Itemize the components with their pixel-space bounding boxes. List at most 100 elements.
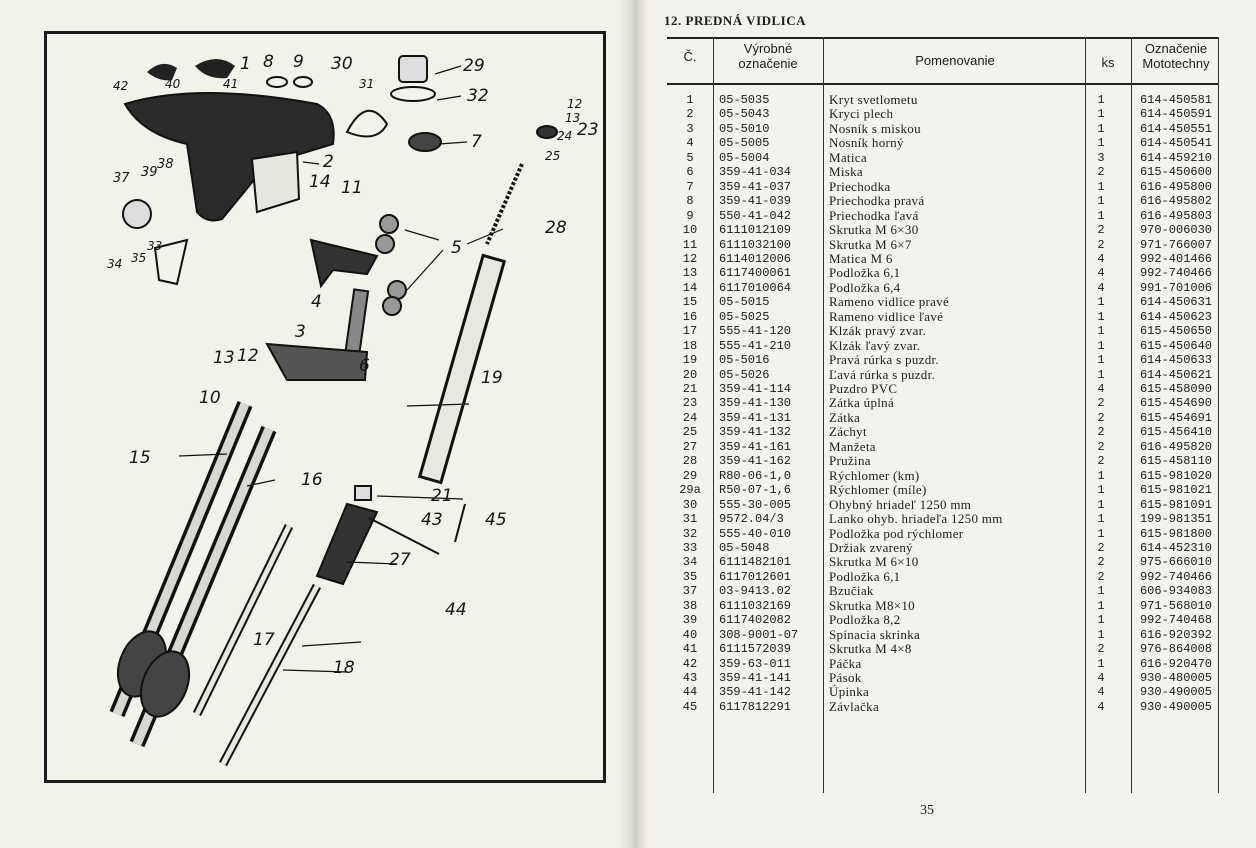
callout-40: 40 xyxy=(165,77,181,91)
row-number: 13 xyxy=(682,266,698,281)
row-name: Matica xyxy=(829,149,867,165)
row-name: Zátka úplná xyxy=(829,395,895,411)
row-code: 359-41-114 xyxy=(719,382,792,396)
row-quantity: 1 xyxy=(1097,497,1105,512)
row-quantity: 1 xyxy=(1097,121,1105,136)
row-quantity: 2 xyxy=(1097,569,1105,584)
row-number: 5 xyxy=(686,150,694,165)
row-code: 359-41-034 xyxy=(719,165,792,180)
row-number: 11 xyxy=(682,237,698,252)
row-code: 05-5035 xyxy=(719,93,770,107)
callout-3: 3 xyxy=(295,322,306,342)
row-name: Rýchlomer (km) xyxy=(829,467,920,483)
callout-33: 33 xyxy=(147,239,163,253)
row-code: 03-9413.02 xyxy=(719,584,792,599)
row-quantity: 2 xyxy=(1097,165,1105,180)
row-mototechna-code: 199-981351 xyxy=(1139,512,1212,527)
row-mototechna-code: 614-459210 xyxy=(1139,150,1212,165)
row-code: 308-9001-07 xyxy=(719,627,799,642)
row-name: Nosník s miskou xyxy=(829,120,921,136)
row-code: 05-5043 xyxy=(719,107,770,122)
row-name: Manžeta xyxy=(829,438,876,454)
row-number: 27 xyxy=(682,439,698,454)
row-quantity: 3 xyxy=(1097,150,1105,165)
page-number: 35 xyxy=(920,803,934,818)
callout-19: 19 xyxy=(481,368,503,388)
row-code: 555-41-120 xyxy=(719,324,792,339)
row-code: 359-41-161 xyxy=(719,439,792,454)
row-code: 05-5016 xyxy=(719,353,770,368)
row-quantity: 2 xyxy=(1097,540,1105,555)
row-code: 555-41-210 xyxy=(719,338,792,353)
row-number: 43 xyxy=(682,671,698,685)
row-name: Skrutka M 6×7 xyxy=(829,236,912,252)
callout-12: 12 xyxy=(237,346,259,366)
row-mototechna-code: 992-740466 xyxy=(1139,266,1212,281)
row-number: 8 xyxy=(686,194,694,209)
callout-43: 43 xyxy=(421,510,443,530)
row-name: Páčka xyxy=(829,655,862,671)
row-number: 19 xyxy=(682,353,698,368)
row-number: 20 xyxy=(682,367,698,382)
row-code: 05-5015 xyxy=(719,295,770,310)
row-number: 35 xyxy=(682,569,698,584)
row-number: 29a xyxy=(679,483,701,498)
callout-15: 15 xyxy=(129,448,151,468)
row-mototechna-code: 614-450621 xyxy=(1139,367,1212,382)
row-name: Nosník horný xyxy=(829,135,904,151)
lever-part xyxy=(147,63,177,81)
row-quantity: 1 xyxy=(1097,194,1105,209)
row-name: Kryci plech xyxy=(829,106,894,122)
header-name: Pomenovanie xyxy=(915,53,995,68)
row-name: Skrutka M 4×8 xyxy=(829,641,912,657)
row-number: 1 xyxy=(686,93,694,107)
row-mototechna-code: 971-766007 xyxy=(1139,237,1212,252)
row-code: 6111572039 xyxy=(719,642,792,657)
row-code: R80-06-1,0 xyxy=(719,468,792,483)
row-number: 31 xyxy=(682,512,698,527)
callout-14: 14 xyxy=(309,172,331,192)
row-mototechna-code: 614-450623 xyxy=(1139,309,1212,324)
row-code: 359-41-142 xyxy=(719,685,792,700)
row-mototechna-code: 930-490005 xyxy=(1139,685,1212,700)
callout-28: 28 xyxy=(545,218,567,238)
callout-6: 6 xyxy=(359,356,370,376)
row-name: Pások xyxy=(829,670,862,685)
cover-plate-part xyxy=(250,150,301,214)
row-quantity: 2 xyxy=(1097,425,1105,440)
row-name: Klzák ľavý zvar. xyxy=(829,337,921,353)
row-number: 25 xyxy=(682,425,698,440)
row-mototechna-code: 614-450631 xyxy=(1139,295,1212,310)
row-code: 359-63-011 xyxy=(719,656,792,671)
row-number: 44 xyxy=(682,685,698,700)
callout-11: 11 xyxy=(341,178,363,198)
row-mototechna-code: 970-006030 xyxy=(1139,223,1212,238)
switch-part xyxy=(195,59,235,79)
row-number: 23 xyxy=(682,396,698,411)
row-name: Priechodka ľavá xyxy=(829,207,919,223)
row-number: 30 xyxy=(682,497,698,512)
parts-table: Č. Výrobné označenie Pomenovanie ks Ozna… xyxy=(667,37,1219,793)
row-quantity: 1 xyxy=(1097,309,1105,324)
right-tube-part xyxy=(417,253,507,485)
row-number: 39 xyxy=(682,613,698,628)
row-quantity: 4 xyxy=(1097,266,1105,281)
row-code: R50-07-1,6 xyxy=(719,483,792,498)
row-number: 10 xyxy=(682,223,698,238)
row-code: 359-41-162 xyxy=(719,454,792,469)
row-number: 33 xyxy=(682,540,698,555)
row-quantity: 1 xyxy=(1097,598,1105,613)
header-code: Výrobné označenie xyxy=(738,41,798,71)
row-name: Kryt svetlometu xyxy=(829,92,918,107)
row-mototechna-code: 615-450600 xyxy=(1139,165,1212,180)
callout-13-top: 13 xyxy=(565,111,581,125)
row-quantity: 1 xyxy=(1097,367,1105,382)
